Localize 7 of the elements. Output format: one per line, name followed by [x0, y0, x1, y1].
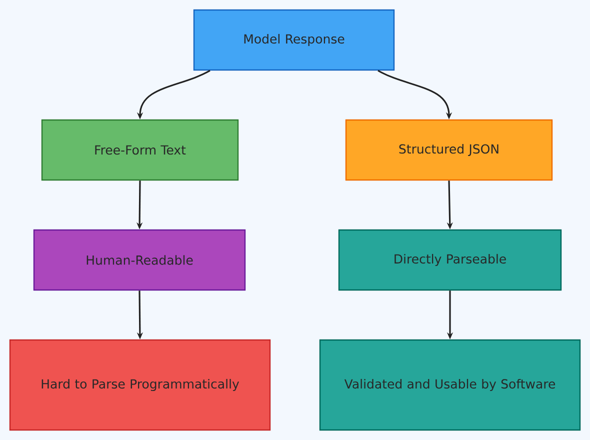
process-box: Structured JSON	[345, 119, 553, 181]
process-box: Human-Readable	[33, 229, 246, 291]
process-box: Validated and Usable by Software	[319, 339, 581, 431]
process-box: Directly Parseable	[338, 229, 562, 291]
process-box: Hard to Parse Programmatically	[9, 339, 271, 431]
process-box: Free-Form Text	[41, 119, 239, 181]
process-box: Model Response	[193, 9, 395, 71]
